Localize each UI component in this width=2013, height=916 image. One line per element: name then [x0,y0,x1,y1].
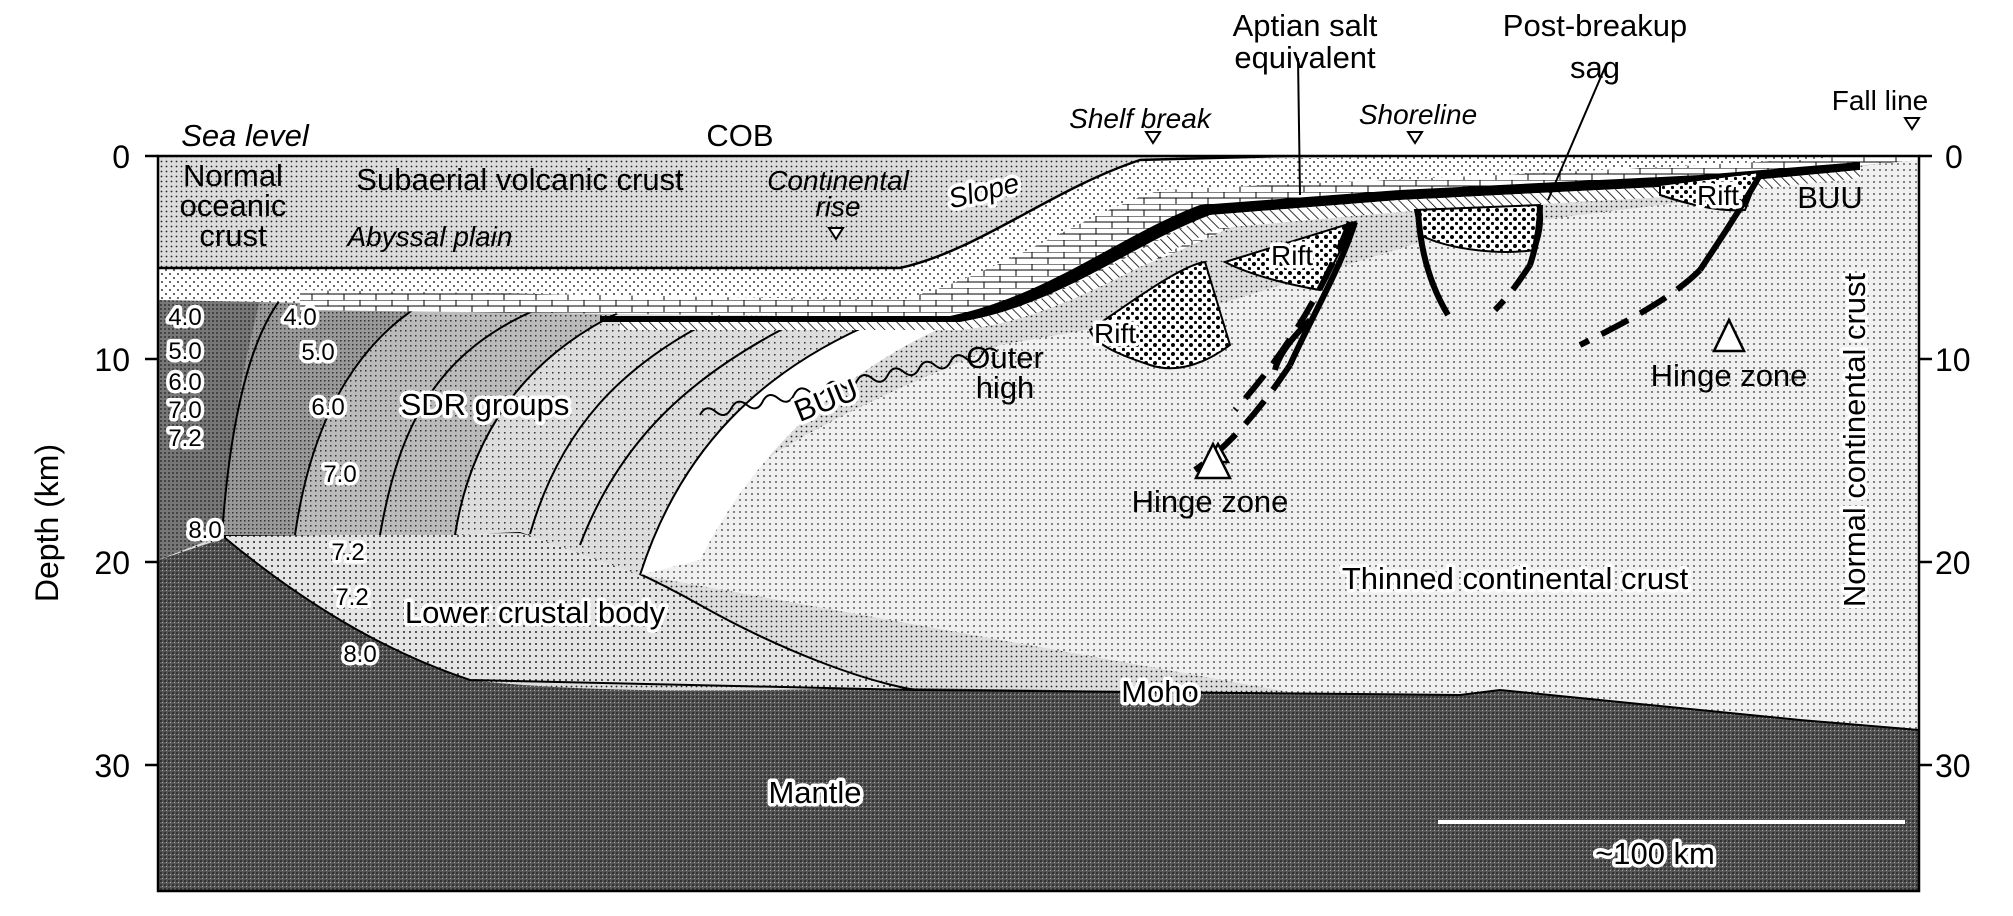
postbreakup-label-line-2: sag [1570,50,1620,85]
mantle-label: Mantle [768,775,861,810]
right-tick-20: 20 [1935,545,1971,581]
velocity-labels: 4.0 5.0 6.0 7.0 7.2 8.0 4.0 5.0 6.0 7.0 … [165,301,380,672]
outer-high-label-2: high [976,370,1035,405]
velocity-left-2: 5.0 [168,338,201,365]
shelf-break-label: Shelf break [1069,103,1213,134]
mantle-area [158,538,1919,891]
normal-oceanic-label-2: oceanic [180,188,287,223]
velocity-left-5: 7.2 [168,425,201,452]
rift-label-2: Rift [1271,240,1313,271]
diagram-frame [156,154,1921,893]
velocity-sdr-4: 7.0 [323,461,356,488]
sdr-wedge-4 [640,320,960,575]
velocity-sdr-2: 5.0 [301,339,334,366]
continental-rise-label-1: Continental [767,165,909,196]
rift-label-1: Rift [1094,318,1136,349]
right-tick-10: 10 [1935,342,1971,378]
hinge-zone-label-2: Hinge zone [1651,358,1808,393]
velocity-lower-2: 7.2 [335,584,368,611]
buu-right-label: BUU [1797,180,1862,215]
rift-basin-3 [1659,170,1762,212]
right-tick-0: 0 [1945,139,1963,175]
normal-oceanic-label-3: crust [199,218,267,253]
seafloor-line [158,156,1330,270]
left-axis: 0 10 20 30 Depth (km) [29,139,158,784]
sdr-wedge-2 [295,305,620,535]
buu-unconformity [699,347,998,417]
continental-rise-label-2: rise [815,191,860,222]
shelf-break-marker-icon [1144,131,1162,145]
scale-label: ~100 km [1595,836,1715,871]
rift-basin-1 [1088,260,1232,370]
fall-line-marker-icon [1903,117,1921,131]
faults [1272,173,1763,371]
aptian-leader-line [1297,57,1301,196]
normal-continental-label: Normal continental crust [1837,272,1872,607]
sdr-wedge-1 [222,300,420,535]
velocity-left-4: 7.0 [168,397,201,424]
left-tick-30: 30 [94,748,130,784]
moho-line [914,688,1919,731]
hinge-zone-1-triangle [1193,441,1233,480]
velocity-left-1: 4.0 [168,304,201,331]
right-tick-30: 30 [1935,748,1971,784]
rift-label-3: Rift [1697,180,1739,211]
velocity-sdr-3: 6.0 [311,394,344,421]
right-axis: 0 10 20 30 [1919,139,1971,784]
hinge-zone-2-icon [1712,317,1746,353]
shoreline-label: Shoreline [1359,99,1477,130]
thinned-continental-label: Thinned continental crust [1342,561,1689,596]
lower-crustal-body-label: Lower crustal body [405,595,666,630]
top-markers [827,57,1921,241]
cob-label: COB [706,118,773,153]
dashed-faults [1193,220,1703,473]
normal-oceanic-label-1: Normal [183,158,283,193]
postbreakup-leader-line [1547,64,1607,201]
velocity-sdr-1: 4.0 [283,304,316,331]
postbreakup-label-line-1: Post-breakup [1503,8,1687,43]
velocity-left-6: 8.0 [188,517,221,544]
velocity-left-3: 6.0 [168,369,201,396]
y-axis-label: Depth (km) [29,444,65,602]
left-tick-20: 20 [94,545,130,581]
layers [158,156,1919,891]
velocity-lower-3: 8.0 [343,641,376,668]
shoreline-marker-icon [1406,131,1424,145]
fall-line-label: Fall line [1832,85,1928,116]
sdr-lines [221,299,881,576]
aptian-label-line-1: Aptian salt [1233,8,1378,43]
aptian-label-line-2: equivalent [1234,40,1376,75]
velocity-lower-1: 7.2 [331,539,364,566]
subaerial-crust-label: Subaerial volcanic crust [356,162,684,197]
continental-rise-marker-icon [827,227,845,241]
sdr-groups-label: SDR groups [401,387,570,422]
outer-high-label-1: Outer [966,340,1044,375]
abyssal-plain-label: Abyssal plain [346,221,513,252]
sdr-wedge-3 [455,312,880,575]
moho-label: Moho [1121,674,1199,709]
left-tick-0: 0 [112,139,130,175]
sea-level-label: Sea level [181,118,310,153]
sediment-wedge [158,156,1919,315]
left-tick-10: 10 [94,342,130,378]
thinned-continental-crust-area [640,160,1919,735]
hinge-zone-label-1: Hinge zone [1132,484,1289,519]
